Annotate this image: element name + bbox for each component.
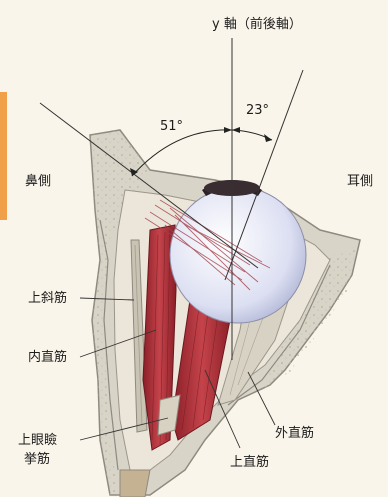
levator-label-line2: 挙筋 bbox=[24, 453, 50, 466]
angle-51-label: 51° bbox=[160, 120, 183, 133]
levator-label-line1: 上眼瞼 bbox=[18, 434, 57, 447]
nasal-side-label: 鼻側 bbox=[25, 175, 51, 188]
superior-oblique-label: 上斜筋 bbox=[28, 292, 67, 305]
y-axis-label: y 軸（前後軸） bbox=[212, 18, 302, 31]
lateral-rectus-label: 外直筋 bbox=[275, 427, 314, 440]
superior-rectus-label: 上直筋 bbox=[230, 456, 269, 469]
temporal-side-label: 耳側 bbox=[347, 175, 373, 188]
optic-canal bbox=[120, 470, 150, 497]
medial-rectus-label: 内直筋 bbox=[28, 351, 67, 364]
eyeball bbox=[170, 187, 306, 323]
angle-23-label: 23° bbox=[246, 104, 269, 117]
